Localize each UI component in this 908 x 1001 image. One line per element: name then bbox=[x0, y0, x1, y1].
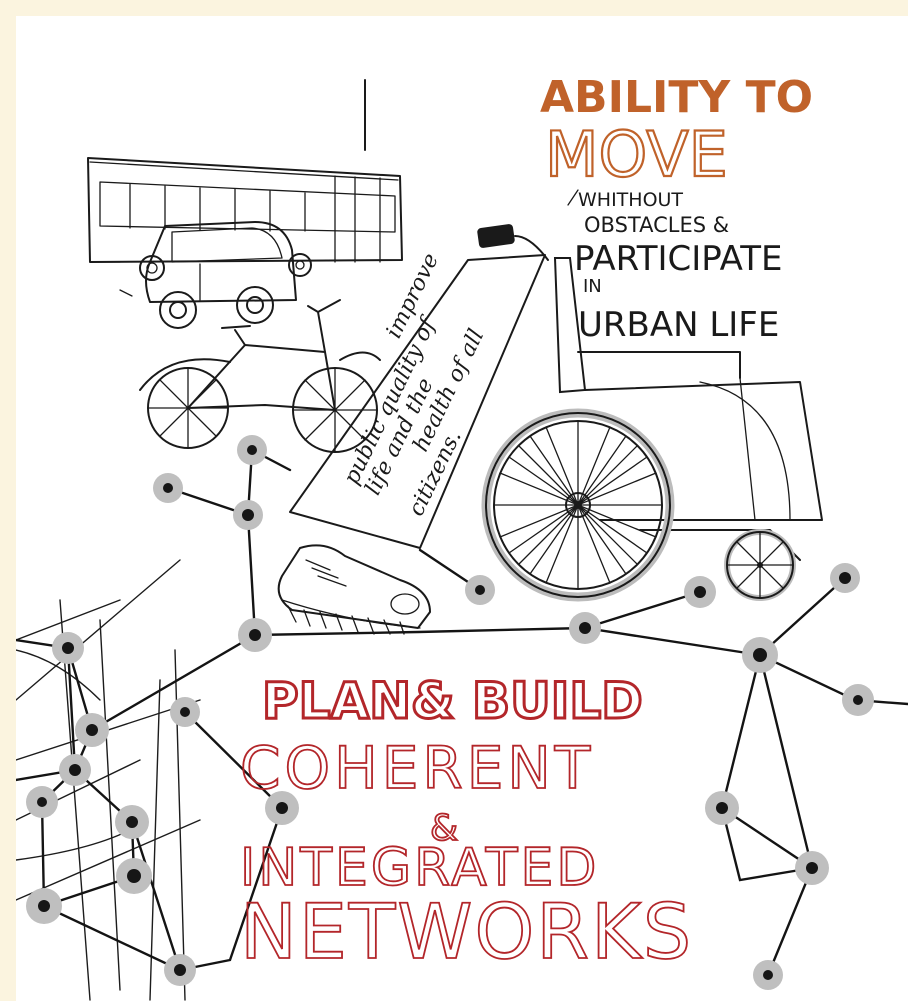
headline-line-2: MOVE bbox=[545, 118, 728, 191]
network-node bbox=[153, 473, 183, 503]
bottom-title-line-2: COHERENT bbox=[240, 734, 594, 802]
subheadline-line-5: URBAN LIFE bbox=[578, 305, 779, 345]
subheadline-line-1: WHITHOUT bbox=[578, 189, 683, 211]
illustration-panel: improve public quality of life and the h… bbox=[16, 16, 908, 1001]
wheel-spokes bbox=[493, 420, 663, 590]
network-node bbox=[830, 563, 860, 593]
network-node bbox=[265, 791, 299, 825]
network-graph bbox=[16, 435, 908, 1001]
bottom-title-line-1: PLAN& BUILD bbox=[262, 672, 643, 730]
network-node bbox=[237, 435, 267, 465]
subheadline-line-4: IN bbox=[583, 276, 602, 297]
network-node bbox=[52, 632, 84, 664]
network-node bbox=[26, 888, 62, 924]
wheelchair-icon bbox=[477, 224, 823, 602]
network-node bbox=[742, 637, 778, 673]
network-node bbox=[164, 954, 196, 986]
network-node bbox=[569, 612, 601, 644]
network-node bbox=[842, 684, 874, 716]
network-nodes bbox=[26, 435, 874, 990]
car-icon bbox=[119, 221, 297, 329]
network-node bbox=[233, 500, 263, 530]
network-node bbox=[75, 713, 109, 747]
sketch-canvas: improve public quality of life and the h… bbox=[16, 72, 908, 1001]
network-node bbox=[26, 786, 58, 818]
bus-icon bbox=[87, 79, 403, 281]
headline-line-1: ABILITY TO bbox=[540, 72, 813, 123]
bottom-title: PLAN& BUILD COHERENT & INTEGRATED NETWOR… bbox=[239, 671, 693, 977]
bottom-title-line-3: & bbox=[430, 808, 458, 849]
network-node bbox=[465, 575, 495, 605]
network-node bbox=[238, 618, 272, 652]
subheadline-line-2: OBSTACLES & bbox=[584, 213, 729, 237]
bottom-title-line-5: NETWORKS bbox=[240, 887, 693, 976]
bottom-title-line-4: INTEGRATED bbox=[240, 838, 599, 898]
network-node bbox=[170, 697, 200, 727]
subheadline-line-3: PARTICIPATE bbox=[574, 239, 783, 279]
network-node bbox=[753, 960, 783, 990]
subheadline: WHITHOUT OBSTACLES & PARTICIPATE IN URBA… bbox=[567, 189, 783, 345]
diagonal-note: improve public quality of life and the h… bbox=[289, 249, 546, 549]
network-mesh bbox=[16, 559, 201, 1001]
shoe-icon bbox=[277, 544, 431, 635]
network-node bbox=[115, 805, 149, 839]
network-node bbox=[116, 858, 152, 894]
bicycle-icon bbox=[139, 299, 381, 453]
network-node bbox=[795, 851, 829, 885]
network-node bbox=[705, 791, 739, 825]
network-node bbox=[59, 754, 91, 786]
network-node bbox=[684, 576, 716, 608]
headline: ABILITY TO MOVE bbox=[540, 72, 813, 192]
